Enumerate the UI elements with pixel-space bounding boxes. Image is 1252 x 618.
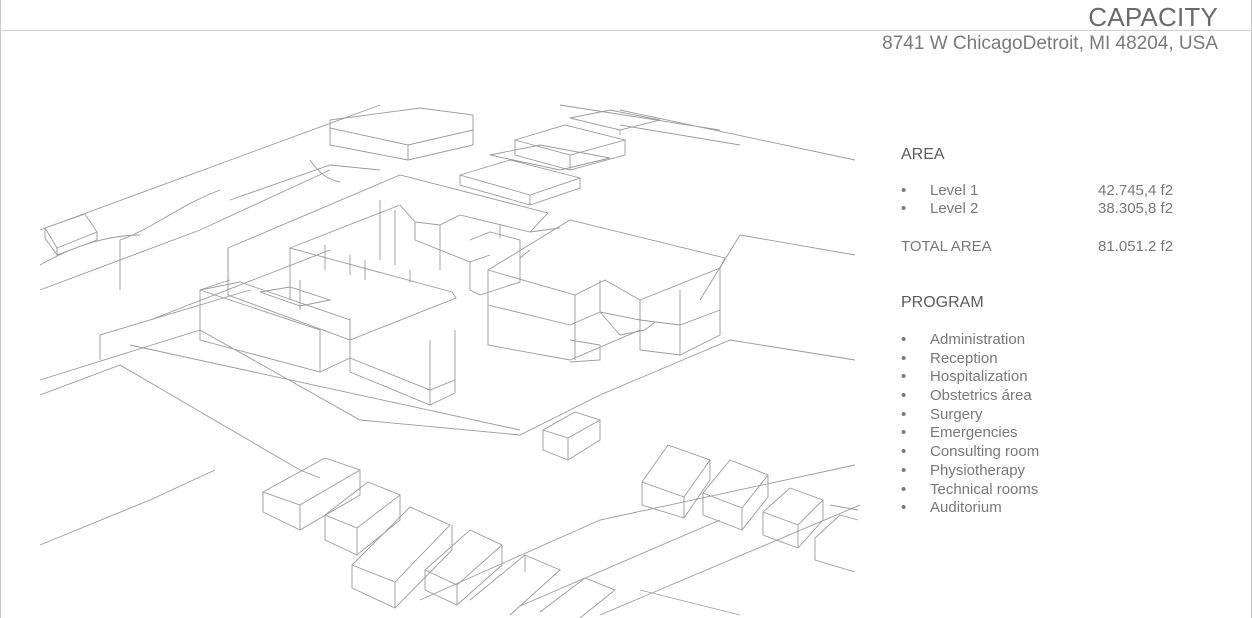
building-row-top [458, 109, 661, 206]
list-item: •Surgery [901, 405, 983, 423]
building-top [329, 107, 474, 161]
list-item: •Physiotherapy [901, 461, 1026, 479]
bullet: • [901, 200, 907, 217]
list-item: •Obstetrics área [901, 387, 1032, 405]
axonometric-site-drawing [39, 104, 860, 618]
road-line [39, 329, 856, 436]
hospital-wing-east [486, 219, 726, 363]
bullet: • [901, 443, 907, 461]
bullet: • [901, 461, 907, 479]
bullet: • [901, 368, 907, 386]
hospital-wing-west [199, 174, 549, 406]
list-item: •Hospitalization [901, 368, 1028, 386]
small-building [44, 213, 98, 256]
total-area-label: TOTAL AREA [901, 238, 992, 255]
road-line [39, 104, 381, 231]
building-row-bottom-right [641, 444, 859, 573]
level-label: Level 2 [930, 200, 979, 217]
area-level-row: • Level 1 42.745,4 f2 [901, 182, 1201, 200]
header-divider [0, 30, 1252, 31]
area-level-row: • Level 2 38.305,8 f2 [901, 200, 1201, 218]
list-item: •Technical rooms [901, 480, 1039, 498]
bullet: • [901, 499, 907, 517]
site-address: 8741 W ChicagoDetroit, MI 48204, USA [882, 33, 1218, 54]
accessory-building [541, 411, 602, 461]
list-item: •Auditorium [901, 499, 1002, 517]
bullet: • [901, 405, 907, 423]
level-area-value: 42.745,4 f2 [1098, 182, 1174, 199]
road-line [39, 169, 331, 291]
level-label: Level 1 [930, 182, 979, 199]
total-area-row: TOTAL AREA 81.051.2 f2 [901, 238, 1201, 256]
program-list: •Administration •Reception •Hospitalizat… [901, 331, 1151, 518]
bullet: • [901, 331, 907, 348]
bullet: • [901, 424, 907, 442]
total-area-value: 81.051.2 f2 [1098, 238, 1174, 255]
list-item: •Emergencies [901, 424, 1018, 442]
page-title: CAPACITY [1088, 2, 1218, 32]
level-area-value: 38.305,8 f2 [1098, 200, 1174, 217]
building-row-bottom-left [261, 457, 616, 618]
bullet: • [901, 349, 907, 367]
program-heading: PROGRAM [901, 294, 984, 311]
area-heading: AREA [901, 146, 945, 163]
list-item: •Consulting room [901, 443, 1040, 461]
bullet: • [901, 480, 907, 498]
list-item: •Administration [901, 331, 1026, 348]
bullet: • [901, 182, 907, 199]
list-item: •Reception [901, 349, 998, 367]
bullet: • [901, 387, 907, 405]
